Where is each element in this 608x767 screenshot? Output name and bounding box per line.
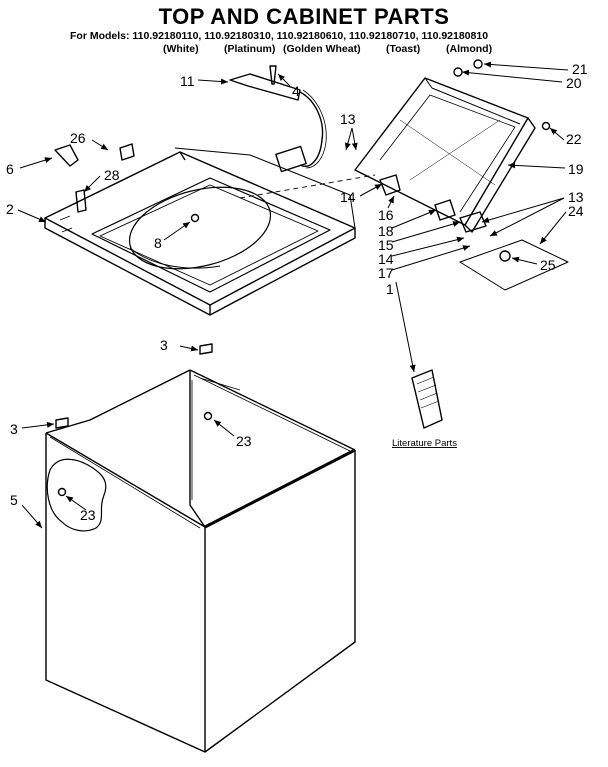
callout-24: 24: [568, 203, 584, 219]
callout-4: 4: [292, 83, 300, 99]
callout-3a: 3: [160, 337, 168, 353]
color-white: (White): [163, 43, 199, 55]
callout-19: 19: [568, 161, 584, 177]
clip-26: [119, 143, 135, 161]
screw-23-lower: [57, 487, 67, 497]
callout-13a: 13: [340, 111, 356, 127]
literature-parts-label: Literature Parts: [392, 438, 457, 449]
screw-8: [190, 213, 200, 223]
cabinet: [45, 369, 356, 753]
callout-15: 15: [378, 237, 394, 253]
color-toast: (Toast): [386, 43, 421, 55]
bumper-21: [473, 59, 483, 69]
dash-link: [239, 174, 376, 199]
callout-8: 8: [154, 235, 162, 251]
callout-14a: 14: [340, 189, 356, 205]
callout-2: 2: [6, 201, 14, 217]
callout-23a: 23: [236, 433, 252, 449]
lid-switch-harness: [229, 73, 327, 173]
models-line: For Models: 110.92180110, 110.92180310, …: [70, 30, 489, 42]
cutaway-panel: [46, 458, 107, 532]
callout-11: 11: [180, 73, 195, 89]
washer-top: [44, 147, 356, 316]
callout-3b: 3: [10, 421, 18, 437]
callout-labels: 11 4 13 26 6 28 2 8 21 20 22 19 13 24 25…: [6, 61, 588, 523]
callout-17: 17: [378, 265, 394, 281]
leader-lines: [17, 61, 569, 529]
screw-4: [269, 65, 277, 85]
literature-booklet: [411, 369, 443, 429]
callout-23b: 23: [80, 507, 96, 523]
nut-20: [453, 67, 463, 77]
spring-15: [459, 211, 487, 233]
callout-14b: 14: [378, 251, 394, 267]
screw-23-upper: [203, 411, 213, 421]
bumper-22: [541, 121, 551, 131]
hinge-mount-panel: [459, 239, 569, 291]
color-golden-wheat: (Golden Wheat): [283, 43, 361, 55]
clip-3-left: [55, 417, 69, 429]
callout-6: 6: [6, 161, 14, 177]
callout-16: 16: [378, 207, 394, 223]
callout-25: 25: [540, 257, 556, 273]
callout-5: 5: [10, 492, 18, 508]
clip-3-top: [199, 343, 213, 355]
callout-18: 18: [378, 223, 394, 239]
grommet-25: [499, 250, 511, 262]
washer-lid: [354, 77, 536, 233]
callout-22: 22: [566, 131, 582, 147]
callout-28: 28: [104, 167, 120, 183]
callout-13b: 13: [568, 189, 584, 205]
callout-1: 1: [386, 281, 394, 297]
grommet-28: [75, 189, 87, 213]
callout-20: 20: [566, 75, 582, 91]
bracket-6: [54, 144, 79, 167]
color-almond: (Almond): [446, 43, 493, 55]
diagram-title: TOP AND CABINET PARTS: [158, 4, 450, 29]
hinge-16: [379, 174, 401, 196]
color-platinum: (Platinum): [224, 43, 276, 55]
hinge-18: [434, 199, 456, 221]
callout-21: 21: [572, 61, 588, 77]
callout-26: 26: [70, 130, 86, 146]
